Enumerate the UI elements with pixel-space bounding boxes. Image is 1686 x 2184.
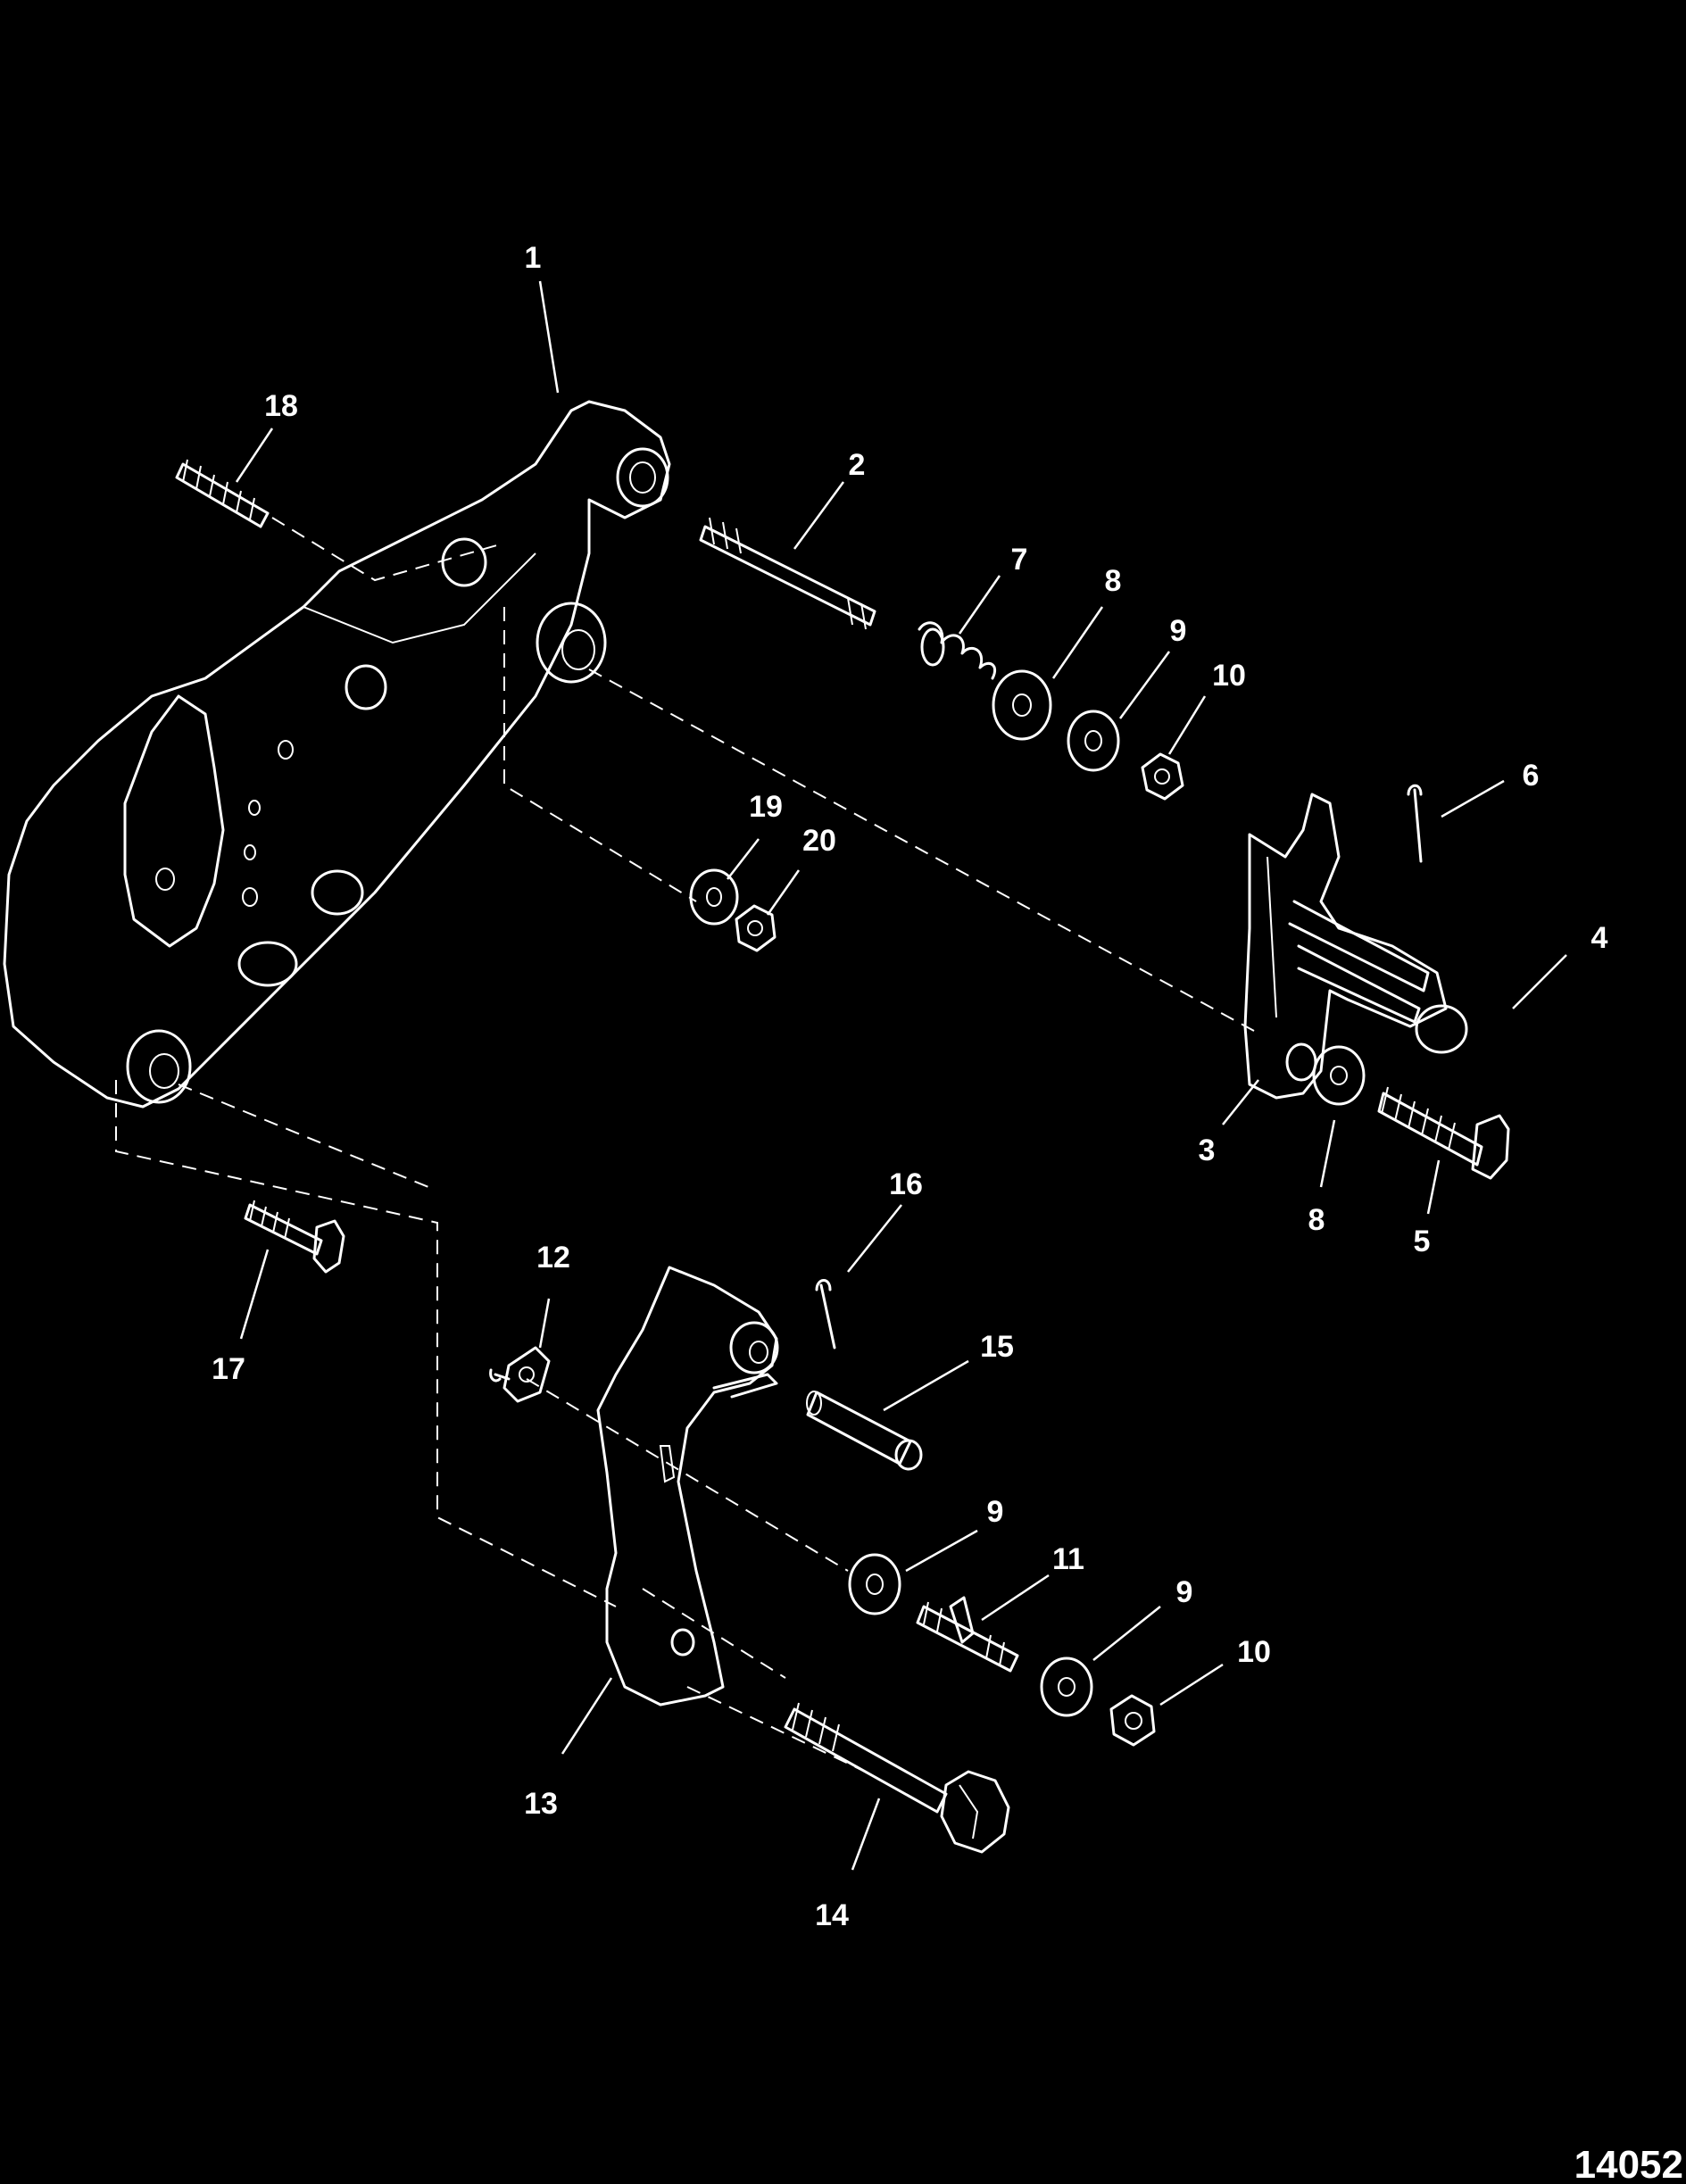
callout-labels: 1 2 3 4 5 6 7 8 8 9 9 9 10 10 11 12 13 1… — [212, 241, 1607, 1932]
part-10-nut-lower — [1109, 1694, 1156, 1747]
part-7-spring — [918, 621, 997, 680]
part-19-washer — [689, 868, 739, 926]
part-18-stud — [175, 459, 270, 528]
callout-7: 7 — [1011, 543, 1028, 577]
part-16-cotter-pin — [815, 1279, 836, 1349]
callout-14: 14 — [815, 1898, 849, 1932]
part-9-washer-middle — [848, 1553, 901, 1615]
part-8-washer-upper — [992, 669, 1052, 741]
part-15-pin — [806, 1391, 923, 1471]
callout-9-upper: 9 — [1170, 614, 1187, 648]
callout-5: 5 — [1414, 1225, 1431, 1258]
part-4-cap — [1415, 1004, 1468, 1054]
callout-13: 13 — [524, 1787, 558, 1821]
callout-10-upper: 10 — [1212, 659, 1246, 693]
callout-6: 6 — [1523, 759, 1540, 793]
callout-16: 16 — [889, 1167, 923, 1201]
callout-8-upper: 8 — [1105, 564, 1122, 598]
part-17-screw — [244, 1200, 345, 1274]
callout-9-middle: 9 — [987, 1495, 1004, 1529]
leader-lines — [235, 280, 1567, 1871]
part-1-main-bracket — [3, 400, 671, 1109]
assembly-lines — [115, 517, 1255, 1777]
part-12-clip — [489, 1346, 551, 1403]
callout-11: 11 — [1052, 1542, 1084, 1576]
part-14-bolt — [784, 1702, 1010, 1854]
part-3-clevis-bracket — [1243, 793, 1448, 1100]
callout-19: 19 — [749, 790, 783, 824]
part-9-washer-upper — [1067, 710, 1120, 772]
callout-1: 1 — [525, 241, 542, 275]
callout-10-lower: 10 — [1237, 1635, 1271, 1669]
callout-9-lower: 9 — [1176, 1575, 1193, 1609]
callout-18: 18 — [264, 389, 298, 423]
callout-15: 15 — [980, 1330, 1014, 1364]
callout-20: 20 — [802, 824, 836, 858]
callout-4: 4 — [1591, 921, 1608, 955]
callout-2: 2 — [849, 448, 866, 482]
part-8-washer-lower — [1312, 1045, 1366, 1106]
figure-number: 14052 — [1574, 2143, 1683, 2184]
part-20-nut — [735, 904, 777, 952]
callout-17: 17 — [212, 1352, 245, 1386]
callout-3: 3 — [1199, 1134, 1216, 1167]
part-11-stud — [916, 1596, 1019, 1673]
part-13-lever — [596, 1266, 779, 1707]
callout-12: 12 — [536, 1241, 570, 1275]
callout-8-lower: 8 — [1308, 1203, 1325, 1237]
part-2-stud — [699, 517, 876, 630]
part-10-nut-upper — [1141, 752, 1184, 801]
part-9-washer-lower — [1040, 1657, 1093, 1717]
part-6-cotter-pin — [1407, 784, 1423, 863]
part-5-bolt — [1377, 1086, 1510, 1180]
